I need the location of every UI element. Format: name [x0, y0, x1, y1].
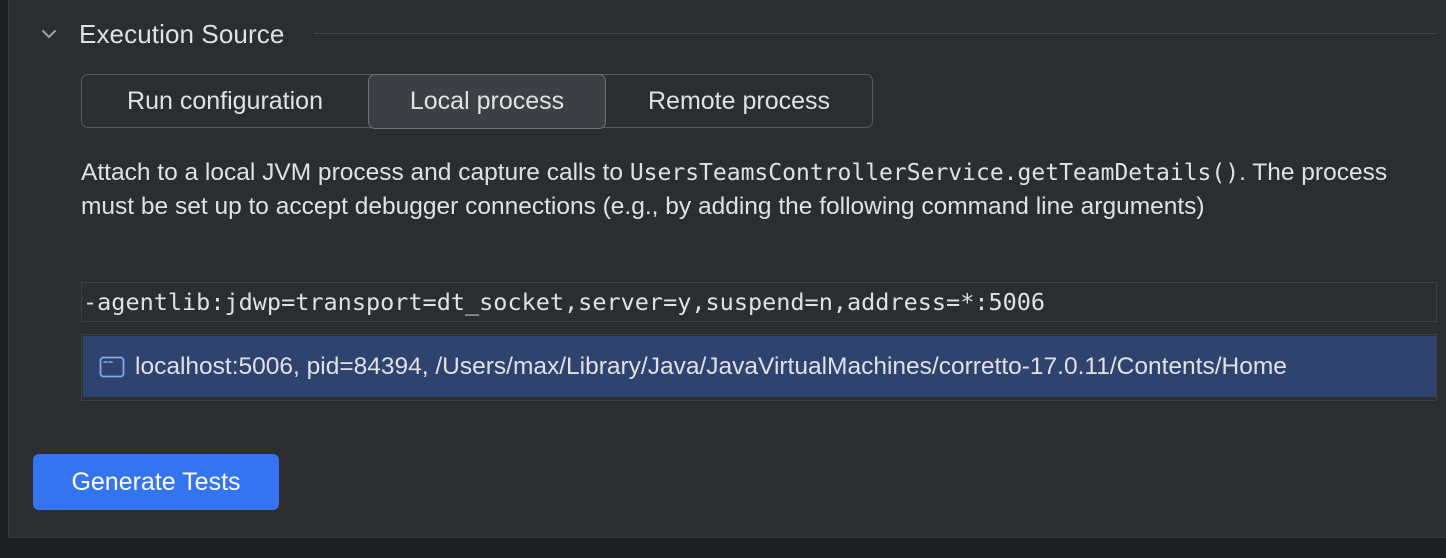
description-prefix: Attach to a local JVM process and captur… — [81, 159, 630, 186]
process-row[interactable]: localhost:5006, pid=84394, /Users/max/Li… — [83, 336, 1436, 397]
section-divider — [314, 33, 1436, 34]
description-suffix: . The process must be set up to accept d… — [81, 159, 1388, 220]
execution-source-panel: Execution Source Run configuration Local… — [8, 0, 1446, 538]
tab-remote-process[interactable]: Remote process — [647, 86, 831, 115]
command-line-args[interactable]: -agentlib:jdwp=transport=dt_socket,serve… — [81, 282, 1437, 322]
description-text: Attach to a local JVM process and captur… — [81, 156, 1421, 224]
process-label: localhost:5006, pid=84394, /Users/max/Li… — [135, 352, 1287, 380]
execution-source-selector: Run configuration Local process Remote p… — [81, 73, 873, 129]
window-icon — [99, 355, 125, 379]
process-list[interactable]: localhost:5006, pid=84394, /Users/max/Li… — [81, 334, 1437, 401]
section-title: Execution Source — [79, 18, 285, 49]
tab-run-configuration[interactable]: Run configuration — [127, 86, 323, 115]
section-header[interactable]: Execution Source — [39, 14, 284, 54]
generate-tests-button[interactable]: Generate Tests — [33, 454, 279, 510]
method-name: UsersTeamsControllerService.getTeamDetai… — [629, 160, 1240, 186]
chevron-down-icon[interactable] — [39, 24, 59, 44]
tab-local-process[interactable]: Local process — [368, 73, 606, 129]
